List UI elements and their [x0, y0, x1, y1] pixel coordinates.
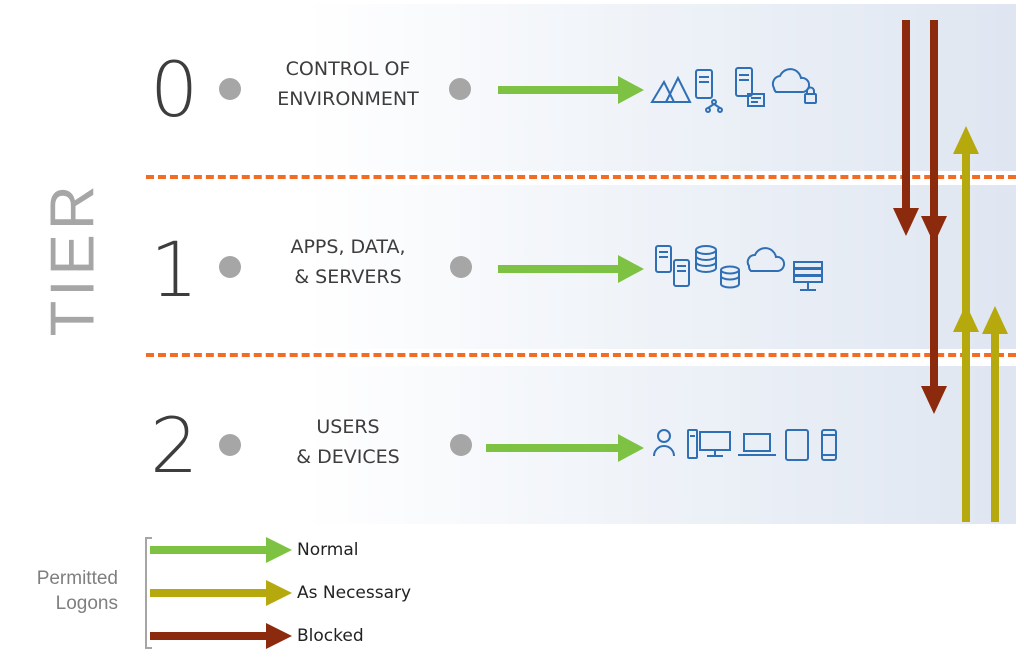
tier-0-right-dot [449, 78, 471, 100]
tier-0-label: CONTROL OF ENVIRONMENT [248, 54, 448, 114]
blocked-arrow-tier0-to-tier1 [893, 20, 919, 236]
tier-side-title: TIER [43, 185, 103, 335]
tier-1-label: APPS, DATA, & SERVERS [248, 232, 448, 292]
smartphone-icon [821, 429, 837, 461]
cloud-icon [746, 247, 786, 272]
legend-blocked-arrow [150, 623, 292, 649]
tier-2-icons [653, 429, 837, 461]
legend-label-blocked: Blocked [297, 626, 364, 646]
tier-0-number: 0 [150, 45, 199, 134]
server-rack-icon [793, 261, 823, 291]
tier-2-label-line2: & DEVICES [296, 446, 400, 468]
database-icon [695, 245, 740, 289]
desktop-computer-icon [687, 429, 731, 459]
tier-1-number: 1 [150, 225, 199, 314]
tier-0-normal-arrow [498, 76, 644, 104]
tier-2-label: USERS & DEVICES [248, 412, 448, 472]
tier-1-left-dot [219, 256, 241, 278]
legend-label-normal: Normal [297, 540, 359, 560]
legend-bracket [145, 537, 152, 649]
tier-divider-0-1 [146, 175, 1016, 179]
as-necessary-arrow-tier2-to-tier1 [982, 306, 1008, 522]
tier-1-normal-arrow [498, 255, 644, 283]
user-icon [653, 429, 675, 457]
legend-title-line2: Logons [55, 593, 118, 614]
tier-1-icons [655, 245, 823, 291]
legend-title-line1: Permitted [36, 568, 118, 589]
as-necessary-arrow-tier1-to-tier0 [953, 126, 979, 522]
legend-as-necessary-arrow [150, 580, 292, 606]
tier-2-label-line1: USERS [316, 416, 380, 438]
tier-2-normal-arrow [486, 434, 644, 462]
tier-1-right-dot [450, 256, 472, 278]
cloud-lock-icon [771, 68, 817, 104]
certificate-server-icon [735, 67, 765, 107]
tier-2-left-dot [219, 434, 241, 456]
azure-mountain-icon [650, 75, 692, 103]
laptop-icon [738, 433, 776, 456]
tier-1-label-line1: APPS, DATA, [290, 236, 406, 258]
tier-2-right-dot [450, 434, 472, 456]
tier-side-title-text: TIER [43, 185, 103, 335]
blocked-arrow-tier0-to-tier2 [921, 20, 947, 414]
legend-label-as-necessary: As Necessary [297, 583, 412, 603]
tier-0-label-line2: ENVIRONMENT [277, 88, 419, 110]
tier-0-label-line1: CONTROL OF [285, 58, 411, 80]
tier-2-number: 2 [150, 401, 199, 490]
tier-1-label-line2: & SERVERS [294, 266, 402, 288]
tablet-icon [785, 429, 809, 461]
legend-title: Permitted Logons [10, 566, 118, 616]
app-server-icon [655, 245, 690, 287]
domain-controller-server-icon [695, 69, 723, 113]
tier-0-icons [650, 67, 817, 113]
tier-0-left-dot [219, 78, 241, 100]
legend-normal-arrow [150, 537, 292, 563]
tier-divider-1-2 [146, 353, 1016, 357]
